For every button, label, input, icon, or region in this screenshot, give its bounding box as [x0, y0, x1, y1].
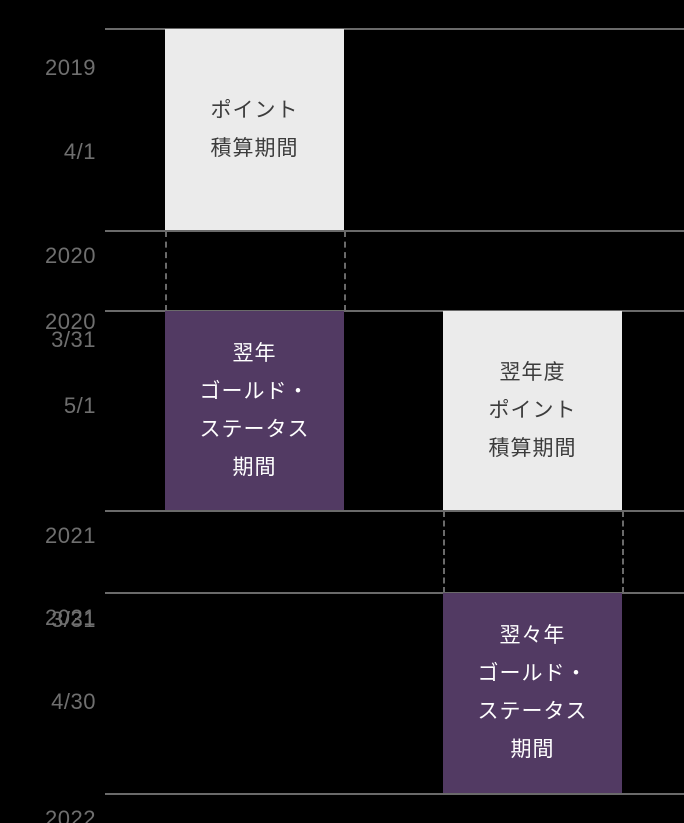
period-block-line: 積算期間 — [210, 136, 299, 160]
period-block-line: ゴールド・ — [477, 662, 588, 685]
axis-tick-monthday: 4/30 — [51, 689, 96, 714]
period-block-line: 積算期間 — [488, 436, 577, 460]
axis-tick-year: 2020 — [45, 243, 96, 268]
timeline-rule-2020-5-1 — [105, 310, 684, 312]
axis-tick-2020-3-31: 2020 3/31 — [0, 186, 96, 410]
axis-tick-2021-3-31: 2021 3/31 — [0, 466, 96, 690]
period-block-line: ポイント — [488, 398, 577, 422]
axis-tick-monthday: 3/31 — [51, 607, 96, 632]
timeline-rule-2021-4-30 — [105, 592, 684, 594]
dashed-connector-right-1 — [344, 231, 346, 311]
dashed-connector-left-2 — [443, 511, 445, 593]
period-block-point-accrual-1: ポイント 積算期間 — [165, 29, 344, 230]
axis-tick-year: 2019 — [45, 55, 96, 80]
timeline-rule-2021-3-31 — [105, 510, 684, 512]
period-block-line: 翌々年 — [499, 624, 566, 647]
period-block-line: 期間 — [232, 455, 277, 479]
axis-tick-2019-4-1: 2019 4/1 — [0, 0, 96, 222]
axis-tick-year: 2021 — [45, 523, 96, 548]
axis-tick-2022-3-31: 2022 3/31 — [0, 749, 96, 823]
axis-tick-monthday: 4/1 — [63, 139, 96, 164]
axis-tick-year: 2022 — [45, 806, 96, 823]
axis-tick-year: 2020 — [45, 309, 96, 334]
period-block-line: ポイント — [210, 98, 299, 122]
period-block-gold-status-next-year: 翌年 ゴールド・ ステータス 期間 — [165, 311, 344, 510]
period-block-line: 翌年度 — [499, 360, 566, 384]
period-block-line: 期間 — [510, 738, 555, 761]
timeline-rule-2019-4-1 — [105, 28, 684, 30]
timeline-rule-2022-3-31 — [105, 793, 684, 795]
axis-tick-2021-4-30: 2021 4/30 — [0, 548, 96, 772]
period-block-gold-status-year-after-next: 翌々年 ゴールド・ ステータス 期間 — [443, 593, 622, 793]
timeline-rule-2020-3-31 — [105, 230, 684, 232]
dashed-connector-left-1 — [165, 231, 167, 311]
period-block-line: ステータス — [199, 417, 310, 441]
period-block-line: 翌年 — [232, 341, 277, 365]
period-block-point-accrual-2: 翌年度 ポイント 積算期間 — [443, 311, 622, 510]
period-block-line: ゴールド・ — [199, 379, 310, 403]
dashed-connector-right-2 — [622, 511, 624, 593]
period-block-line: ステータス — [477, 700, 588, 723]
axis-tick-2020-5-1: 2020 5/1 — [0, 252, 96, 476]
axis-tick-year: 2021 — [45, 605, 96, 630]
axis-tick-monthday: 3/31 — [51, 327, 96, 352]
axis-tick-monthday: 5/1 — [63, 393, 96, 418]
